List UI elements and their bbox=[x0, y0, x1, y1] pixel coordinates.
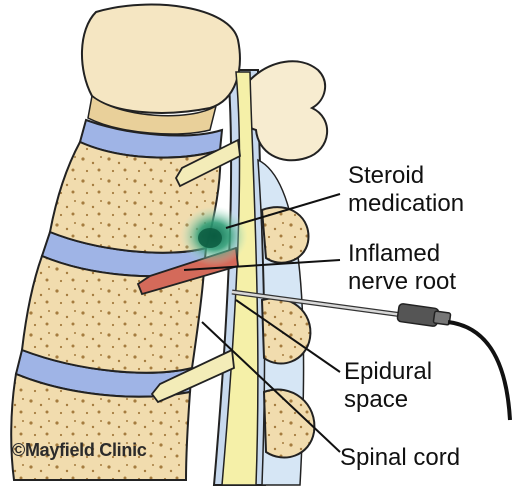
vertebra-top bbox=[82, 5, 240, 134]
posterior-bone-bottom bbox=[264, 390, 314, 458]
label-steroid-line1: Steroid bbox=[348, 162, 424, 189]
label-steroid-line2: medication bbox=[348, 190, 464, 217]
label-epidural-line1: Epidural bbox=[344, 358, 432, 385]
label-epidural-line2: space bbox=[344, 386, 408, 413]
posterior-bone-lower bbox=[262, 298, 310, 363]
label-inflamed-line1: Inflamed bbox=[348, 240, 440, 267]
label-inflamed-line2: nerve root bbox=[348, 268, 456, 295]
copyright-credit: ©Mayfield Clinic bbox=[12, 440, 147, 461]
label-spinal-cord: Spinal cord bbox=[340, 444, 460, 471]
